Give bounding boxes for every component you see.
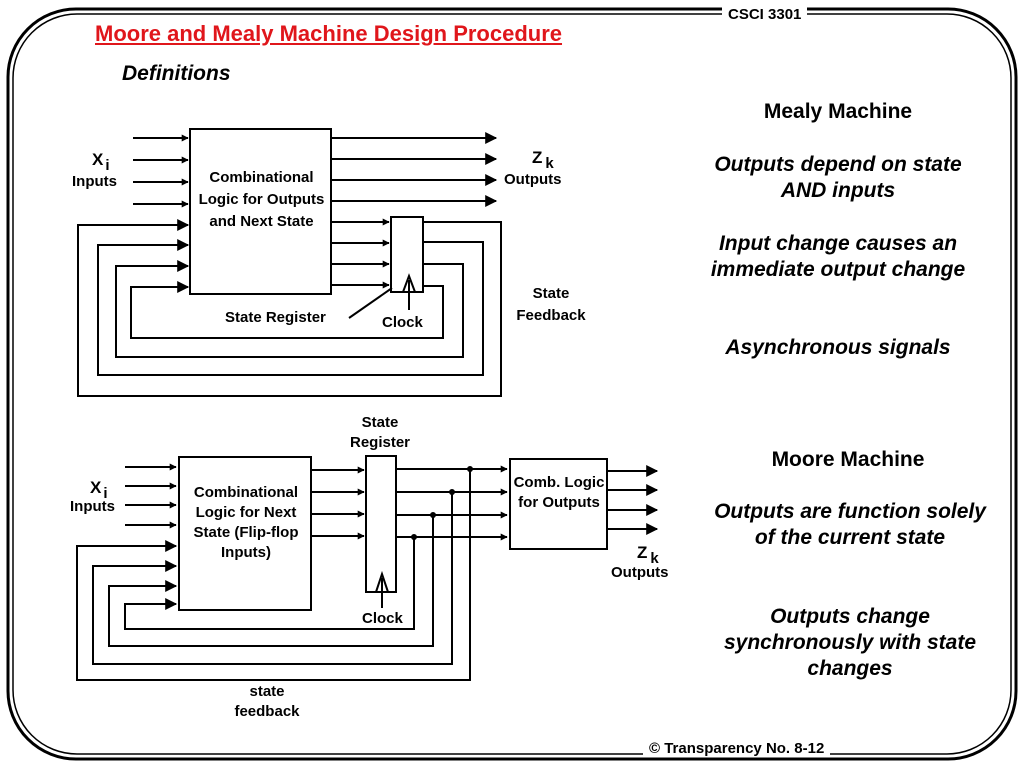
mealy-diagram-lines	[77, 128, 502, 397]
moore-input-x: X	[90, 478, 102, 497]
course-label: CSCI 3301	[722, 6, 808, 23]
mealy-point: Outputs depend on state AND inputs	[714, 153, 962, 202]
mealy-outputs-label: Outputs	[504, 171, 562, 188]
moore-output-logic-label: Comb. Logic for Outputs	[513, 474, 605, 511]
slide-frame	[6, 7, 1018, 761]
moore-point: Outputs are function solely of the curre…	[714, 500, 986, 549]
mealy-feedback-label: State Feedback	[516, 285, 586, 324]
slide-title: Moore and Mealy Machine Design Procedure	[95, 21, 563, 46]
moore-feedback-label: state feedback	[234, 683, 300, 720]
moore-input-subscript: i	[103, 485, 108, 502]
mealy-input-subscript: i	[105, 157, 110, 174]
moore-output-z: Z	[637, 543, 648, 562]
moore-clock-label: Clock	[362, 610, 403, 627]
moore-junction-dots	[411, 466, 473, 540]
mealy-clock-label: Clock	[382, 314, 423, 331]
mealy-inputs-label: Inputs	[72, 173, 117, 190]
moore-output-subscript: k	[650, 550, 659, 567]
moore-heading: Moore Machine	[771, 448, 925, 471]
mealy-logic-label: Combinational Logic for Outputs and Next…	[198, 169, 325, 230]
mealy-logic-box	[189, 128, 332, 295]
moore-diagram-lines	[76, 455, 659, 681]
moore-state-register	[365, 455, 397, 593]
mealy-state-register	[390, 216, 424, 293]
mealy-point: Input change causes an immediate output …	[710, 232, 966, 281]
footer-text: © Transparency No. 8-12	[643, 740, 831, 757]
mealy-output-subscript: k	[545, 155, 554, 172]
mealy-register-label: State Register	[225, 309, 326, 326]
moore-output-logic-box	[509, 458, 608, 550]
moore-point: Outputs change synchronously with state …	[723, 605, 977, 680]
moore-outputs-label: Outputs	[611, 564, 669, 581]
mealy-input-x: X	[92, 150, 104, 169]
mealy-heading: Mealy Machine	[763, 100, 913, 123]
mealy-output-z: Z	[532, 148, 543, 167]
moore-inputs-label: Inputs	[70, 498, 115, 515]
slide-subtitle: Definitions	[122, 62, 231, 85]
moore-register-label: State Register	[349, 414, 411, 451]
moore-logic-box	[178, 456, 312, 611]
moore-logic-label: Combinational Logic for Next State (Flip…	[193, 484, 299, 561]
mealy-point: Asynchronous signals	[725, 336, 951, 359]
